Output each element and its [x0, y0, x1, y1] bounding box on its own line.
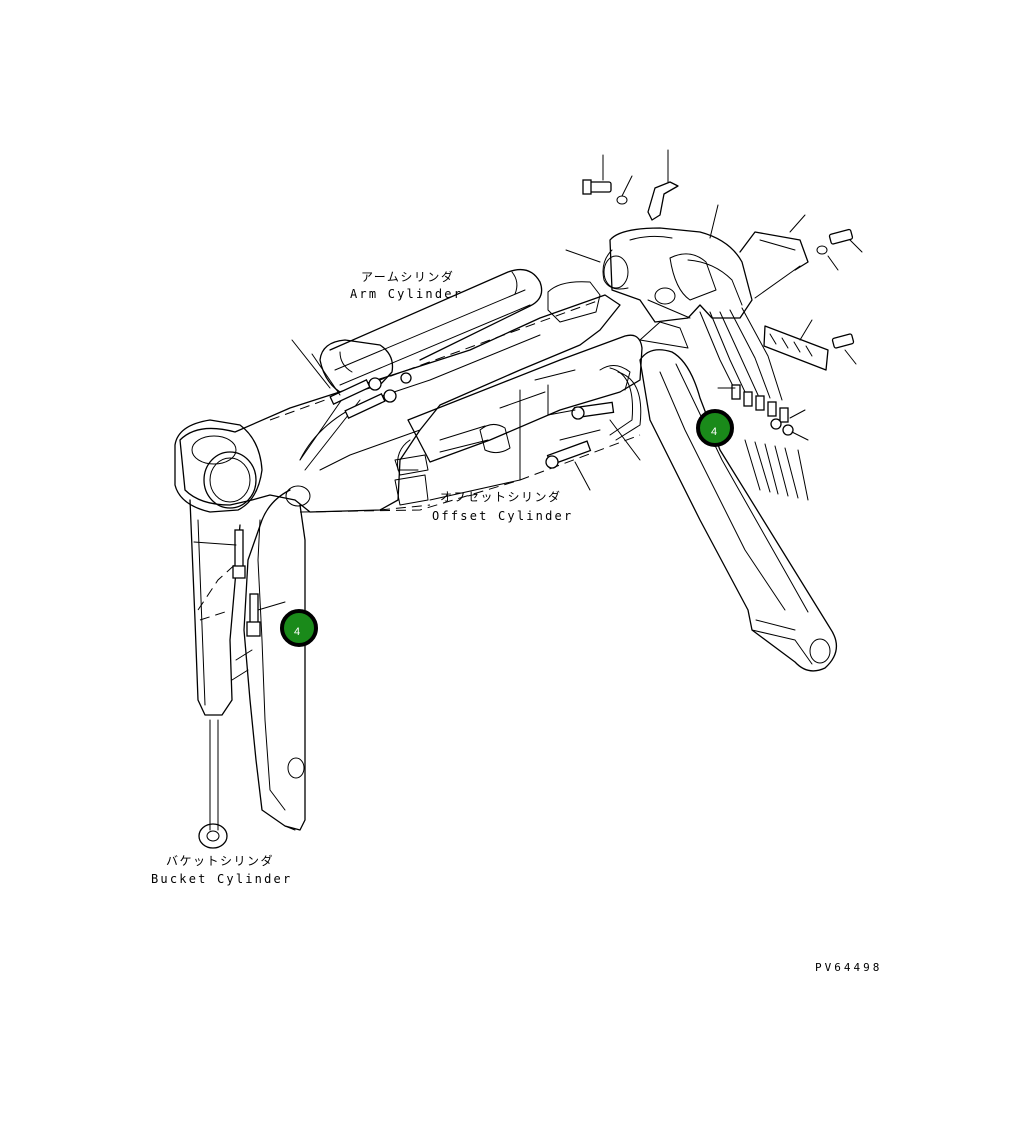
- arm-top-fittings: [291, 339, 412, 419]
- arm-vertical: [243, 485, 311, 831]
- center-fittings: [429, 369, 641, 501]
- right-clamp: [763, 319, 857, 371]
- offset-cylinder-label-jp: オフセットシリンダ: [440, 489, 562, 504]
- bucket-cylinder: [189, 499, 253, 849]
- top-parts: [565, 149, 863, 299]
- left-arm-fittings: [193, 394, 361, 637]
- right-hoses: [699, 307, 809, 501]
- drawing-code: PV64498: [815, 961, 882, 974]
- callout-number: 4: [294, 626, 300, 638]
- arm-beam: [179, 294, 641, 513]
- bucket-cylinder-label-jp: バケットシリンダ: [166, 853, 274, 868]
- arm-pivot-head: [174, 419, 263, 513]
- bucket-cylinder-label-en: Bucket Cylinder: [151, 872, 292, 886]
- callout-badge-right[interactable]: 4: [696, 409, 734, 447]
- arm-cylinder: [319, 268, 601, 396]
- callout-number: 4: [711, 426, 717, 438]
- boom-top-bracket: [602, 227, 753, 349]
- boom-lower-arm: [639, 349, 837, 672]
- arm-cylinder-label-en: Arm Cylinder: [350, 287, 463, 301]
- callout-badge-left[interactable]: 4: [280, 609, 318, 647]
- offset-cylinder-label-en: Offset Cylinder: [432, 509, 573, 523]
- arm-cylinder-label-jp: アームシリンダ: [361, 269, 454, 284]
- offset-cylinder: [407, 334, 643, 463]
